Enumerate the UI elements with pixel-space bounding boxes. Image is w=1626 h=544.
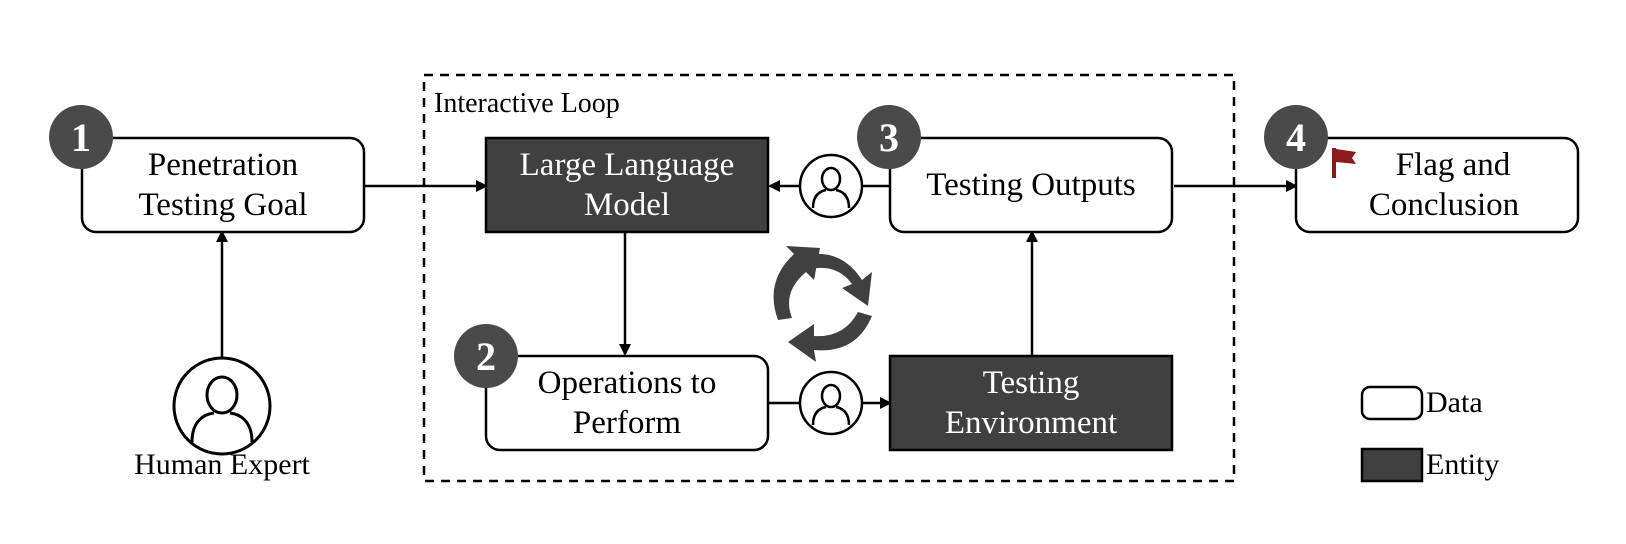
- step-number-3: 3: [879, 114, 899, 160]
- goal-box: [80, 136, 366, 234]
- conclusion-box: [1294, 136, 1580, 234]
- flag-icon: [1332, 148, 1356, 178]
- step-number-2: 2: [476, 333, 496, 379]
- recycle-arrows-icon: [773, 246, 872, 362]
- llm-line1: Large Language: [519, 147, 735, 183]
- operations-box: [484, 354, 770, 452]
- conclusion-line2: Conclusion: [1368, 187, 1520, 223]
- llm-label: Large Language Model: [486, 138, 768, 232]
- step-number-1: 1: [71, 114, 91, 160]
- loop-region-label: Interactive Loop: [434, 88, 620, 119]
- interactive-loop-region: [422, 73, 1236, 483]
- llm-box: [484, 136, 770, 234]
- legend-entity-label: Entity: [1426, 448, 1500, 481]
- legend-data-label: Data: [1426, 386, 1483, 419]
- operations-line2: Perform: [572, 405, 682, 441]
- conclusion-label: Flag and Conclusion: [1310, 138, 1578, 232]
- step-badge-4: [1264, 105, 1328, 169]
- person-icon: [798, 370, 864, 436]
- legend-entity-swatch: [1360, 447, 1424, 483]
- step-number-4: 4: [1286, 114, 1306, 160]
- step-badge-2: [454, 324, 518, 388]
- step-badge-1: [49, 105, 113, 169]
- environment-line1: Testing: [982, 365, 1080, 401]
- outputs-box: [888, 136, 1174, 234]
- environment-line2: Environment: [944, 405, 1118, 441]
- goal-label: Penetration Testing Goal: [82, 138, 364, 232]
- operations-line1: Operations to: [537, 365, 717, 401]
- legend-data-swatch: [1360, 385, 1424, 421]
- operations-label: Operations to Perform: [486, 356, 768, 450]
- outputs-line1: Testing Outputs: [926, 167, 1136, 203]
- llm-line2: Model: [583, 187, 671, 223]
- goal-line2: Testing Goal: [138, 187, 308, 223]
- person-icon: [798, 153, 864, 219]
- outputs-label: Testing Outputs: [890, 138, 1172, 232]
- environment-label: Testing Environment: [890, 356, 1172, 450]
- environment-box: [888, 354, 1174, 452]
- person-icon: [172, 356, 272, 456]
- human-expert-label: Human Expert: [134, 448, 310, 481]
- conclusion-line1: Flag and: [1395, 147, 1511, 183]
- goal-line1: Penetration: [147, 147, 299, 183]
- step-badge-3: [857, 105, 921, 169]
